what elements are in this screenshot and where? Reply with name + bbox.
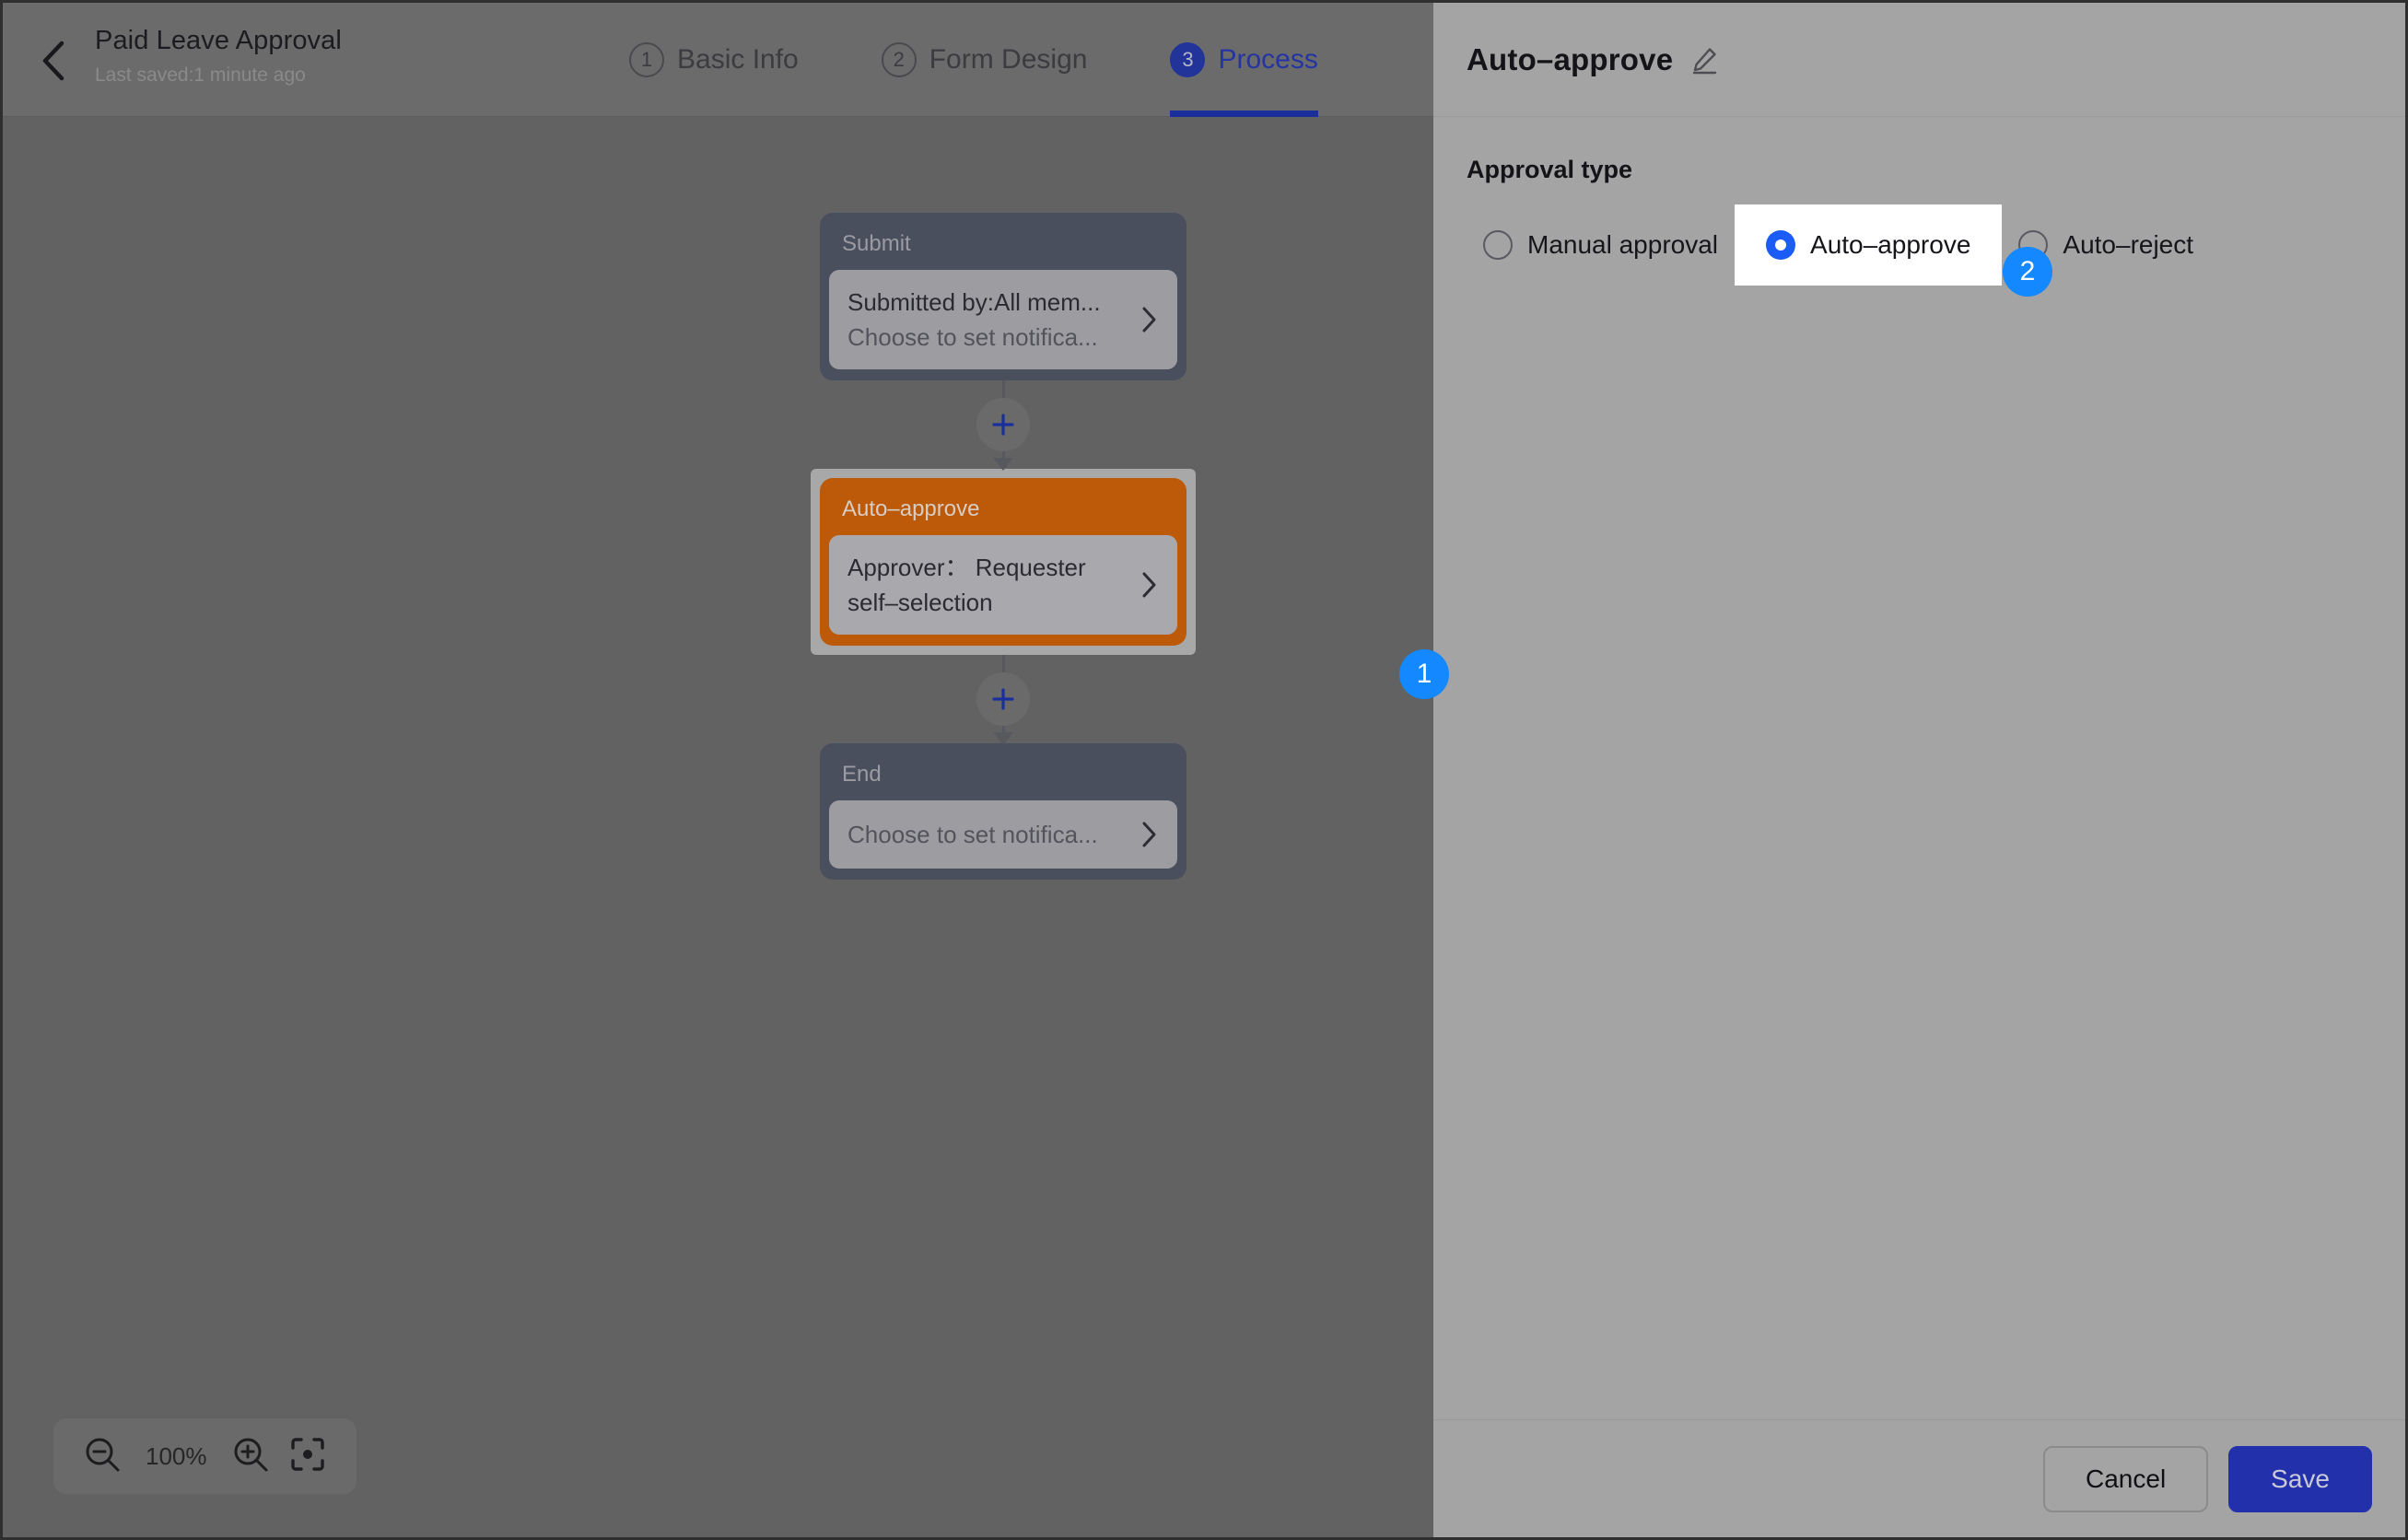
radio-indicator [1483,230,1513,260]
tab-number: 3 [1170,42,1206,77]
process-canvas[interactable]: Submit Submitted by:All mem... Choose to… [3,117,1433,1537]
tab-number: 1 [629,42,664,77]
radio-auto-approve[interactable]: Auto–approve [1735,204,2003,286]
zoom-out-button[interactable] [74,1428,131,1485]
tab-number: 2 [881,42,917,77]
node-title: Auto–approve [842,496,980,521]
node-body[interactable]: Choose to set notifica... [829,800,1177,869]
save-button[interactable]: Save [2228,1445,2372,1512]
node-line-primary: Submitted by:All mem... [847,288,1101,316]
cancel-button[interactable]: Cancel [2043,1445,2209,1512]
flow-connector [801,655,1206,745]
process-flow: Submit Submitted by:All mem... Choose to… [801,213,1206,880]
step-badge-1: 1 [1399,649,1449,699]
flow-node-submit[interactable]: Submit Submitted by:All mem... Choose to… [820,213,1186,380]
node-line-primary: Approver： Requester [847,554,1086,581]
panel-body: Approval type Manual approval Auto–appro… [1433,117,2405,1419]
step-badge-2: 2 [2003,247,2052,297]
radio-label: Auto–reject [2063,230,2194,259]
approval-type-radio-group: Manual approval Auto–approve Auto–reject [1467,204,2372,286]
panel-header: Auto–approve [1433,3,2405,117]
node-text: Submitted by:All mem... Choose to set no… [847,285,1129,355]
node-line-secondary: Choose to set notifica... [847,821,1098,848]
panel-footer: Cancel Save [1433,1419,2405,1537]
tab-label: Basic Info [677,44,799,75]
radio-manual-approval[interactable]: Manual approval [1467,216,1735,274]
flow-node-auto-approve[interactable]: Auto–approve Approver： Requester self–se… [820,478,1186,646]
radio-auto-reject[interactable]: Auto–reject [2002,216,2210,274]
tab-basic-info[interactable]: 1 Basic Info [629,3,799,117]
title-block: Paid Leave Approval Last saved:1 minute … [95,23,342,88]
radio-indicator [1766,230,1796,260]
node-title: End [842,762,882,787]
page-title: Paid Leave Approval [95,26,342,55]
add-node-button[interactable] [976,398,1030,451]
zoom-in-button[interactable] [222,1428,279,1485]
node-text: Choose to set notifica... [847,817,1129,852]
tab-process[interactable]: 3 Process [1170,3,1319,117]
chevron-right-icon [1139,304,1159,335]
approval-type-label: Approval type [1467,156,1633,183]
zoom-level-label: 100% [146,1441,207,1470]
step-tabs: 1 Basic Info 2 Form Design 3 Process [629,3,1319,117]
radio-label: Manual approval [1527,230,1719,259]
zoom-toolbar: 100% [53,1418,357,1494]
chevron-left-icon [38,39,69,83]
add-node-button[interactable] [976,672,1030,726]
fit-to-screen-icon [289,1436,326,1477]
node-body[interactable]: Approver： Requester self–selection [829,535,1177,635]
fit-to-screen-button[interactable] [279,1428,336,1485]
pencil-edit-icon[interactable] [1689,45,1719,75]
node-body[interactable]: Submitted by:All mem... Choose to set no… [829,270,1177,369]
zoom-in-icon [231,1435,270,1478]
flow-node-auto-approve-selection: Auto–approve Approver： Requester self–se… [811,469,1196,655]
radio-label: Auto–approve [1810,230,1971,259]
node-settings-panel: Auto–approve Approval type Manual approv… [1433,3,2405,1537]
node-line-primary-cont: self–selection [847,589,993,616]
node-line-secondary: Choose to set notifica... [847,323,1098,351]
panel-title: Auto–approve [1467,41,1674,76]
node-title: Submit [842,231,911,256]
flow-node-end[interactable]: End Choose to set notifica... [820,743,1186,880]
chevron-right-icon [1139,819,1159,850]
last-saved-status: Last saved:1 minute ago [95,64,306,86]
connector-arrow [993,458,1013,471]
chevron-right-icon [1139,569,1159,601]
back-button[interactable] [30,38,76,84]
tab-form-design[interactable]: 2 Form Design [881,3,1088,117]
connector-arrow [993,732,1013,745]
node-text: Approver： Requester self–selection [847,550,1129,620]
flow-connector [801,380,1206,471]
zoom-out-icon [83,1435,122,1478]
tab-label: Process [1218,44,1318,75]
tab-label: Form Design [929,44,1088,75]
